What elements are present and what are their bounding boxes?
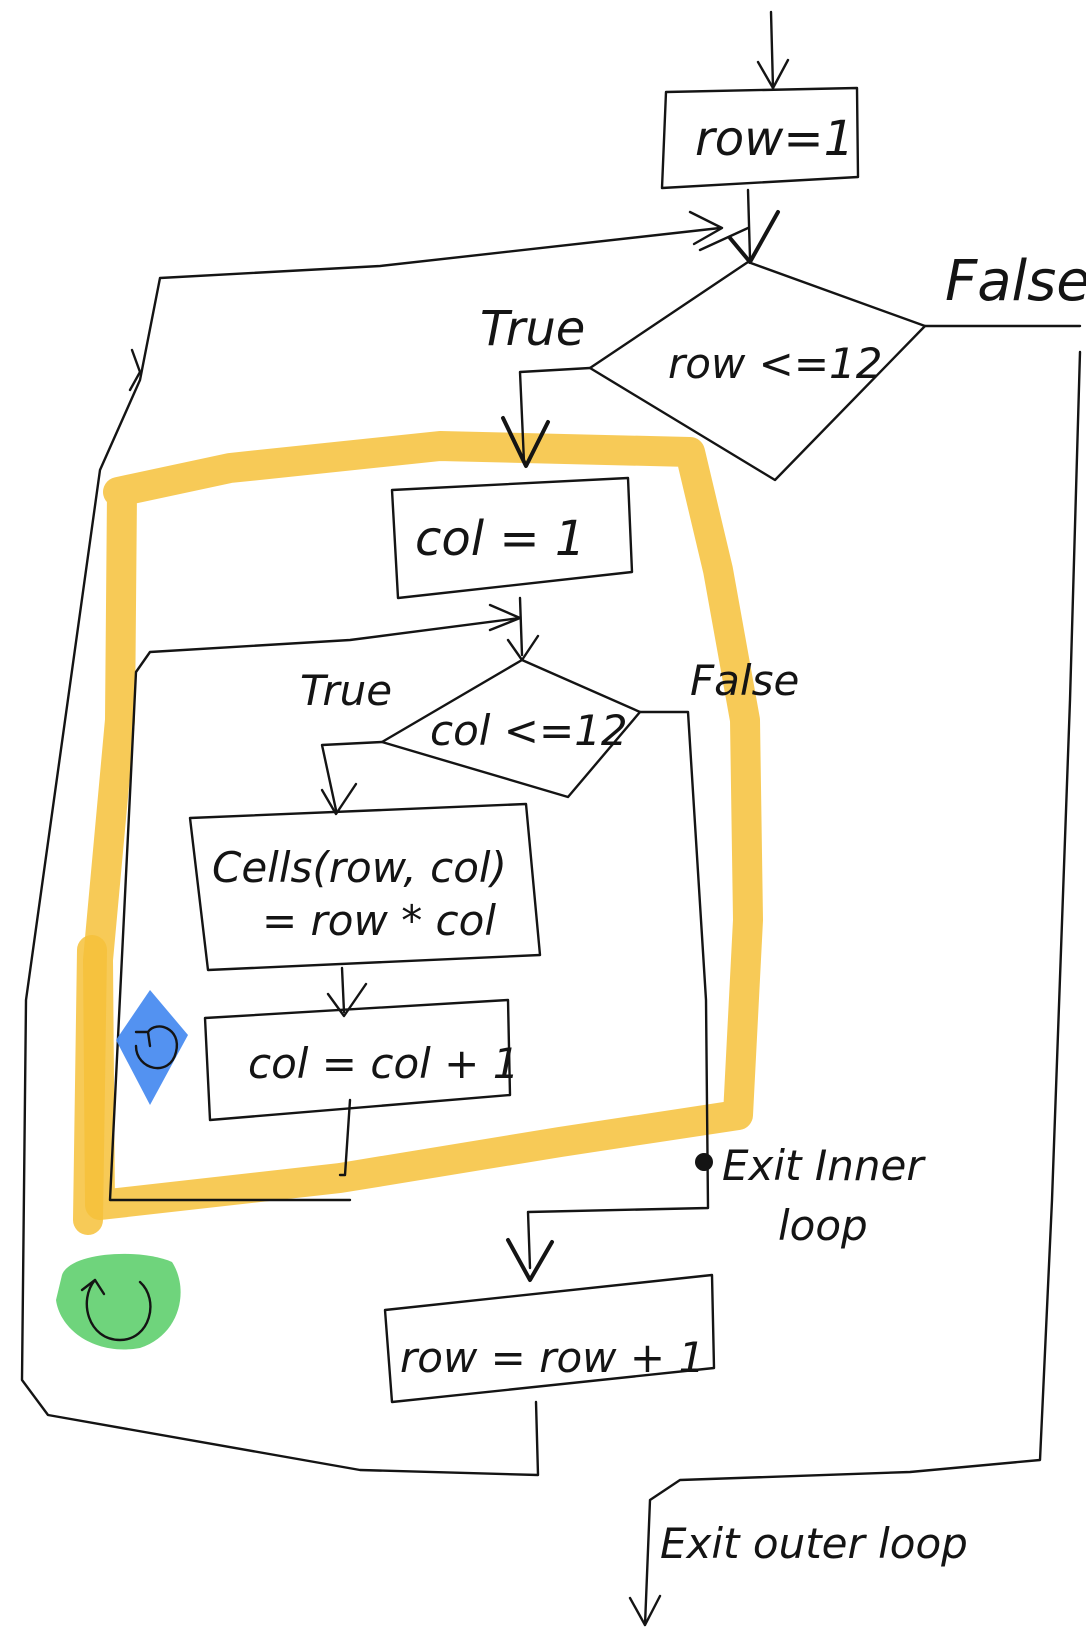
inner-false-path: [506, 710, 713, 1282]
exit-outer-arrowhead: [628, 1594, 662, 1627]
outer-false-path: [643, 324, 1082, 1627]
exit-outer-label: Exit outer loop: [660, 1519, 968, 1568]
exit-inner-dot: [695, 1153, 713, 1171]
outer-loop-back-arrow: [20, 210, 724, 1477]
inner-loop-marker: [116, 990, 188, 1105]
exit-inner-label-line1: Exit Inner: [722, 1141, 926, 1190]
cells-assign-box: Cells(row, col) = row * col: [188, 802, 542, 972]
exit-inner-label-line2: loop: [778, 1201, 868, 1250]
outer-true-label: True: [480, 301, 585, 357]
cells-to-increment-arrow: [326, 966, 368, 1018]
increment-col-box: col = col + 1: [203, 998, 519, 1122]
inner-true-label: True: [300, 666, 392, 715]
inner-true-arrow: [320, 740, 384, 816]
loop-arrow-icon: [80, 1278, 152, 1342]
init-row-box: row=1: [660, 86, 860, 190]
row-init-to-decision-arrow: [698, 188, 780, 264]
increment-row-label: row = row + 1: [400, 1333, 705, 1382]
outer-false-label: False: [945, 249, 1086, 314]
inner-loop-highlight-edge: [73, 935, 107, 1235]
outer-true-arrow: [501, 366, 592, 468]
loop-arrow-icon: [134, 1025, 179, 1070]
inner-condition-diamond: col <=12: [380, 658, 642, 799]
outer-loop-marker: [56, 1253, 181, 1350]
cells-label-line2: = row * col: [262, 896, 496, 945]
cells-label-line1: Cells(row, col): [212, 843, 507, 892]
inner-false-label: False: [690, 656, 799, 705]
increment-col-label: col = col + 1: [248, 1039, 519, 1088]
inner-loop-back-arrow: [108, 603, 522, 1202]
outer-condition-diamond: row <=12: [588, 260, 927, 482]
increment-row-box: row = row + 1: [383, 1273, 716, 1404]
init-col-label: col = 1: [415, 511, 585, 567]
init-row-label: row=1: [695, 111, 854, 167]
outer-condition-label: row <=12: [668, 339, 883, 388]
entry-arrow: [756, 10, 790, 90]
inner-condition-label: col <=12: [430, 706, 628, 755]
col-init-to-decision-arrow: [506, 596, 540, 662]
init-col-box: col = 1: [390, 476, 634, 600]
